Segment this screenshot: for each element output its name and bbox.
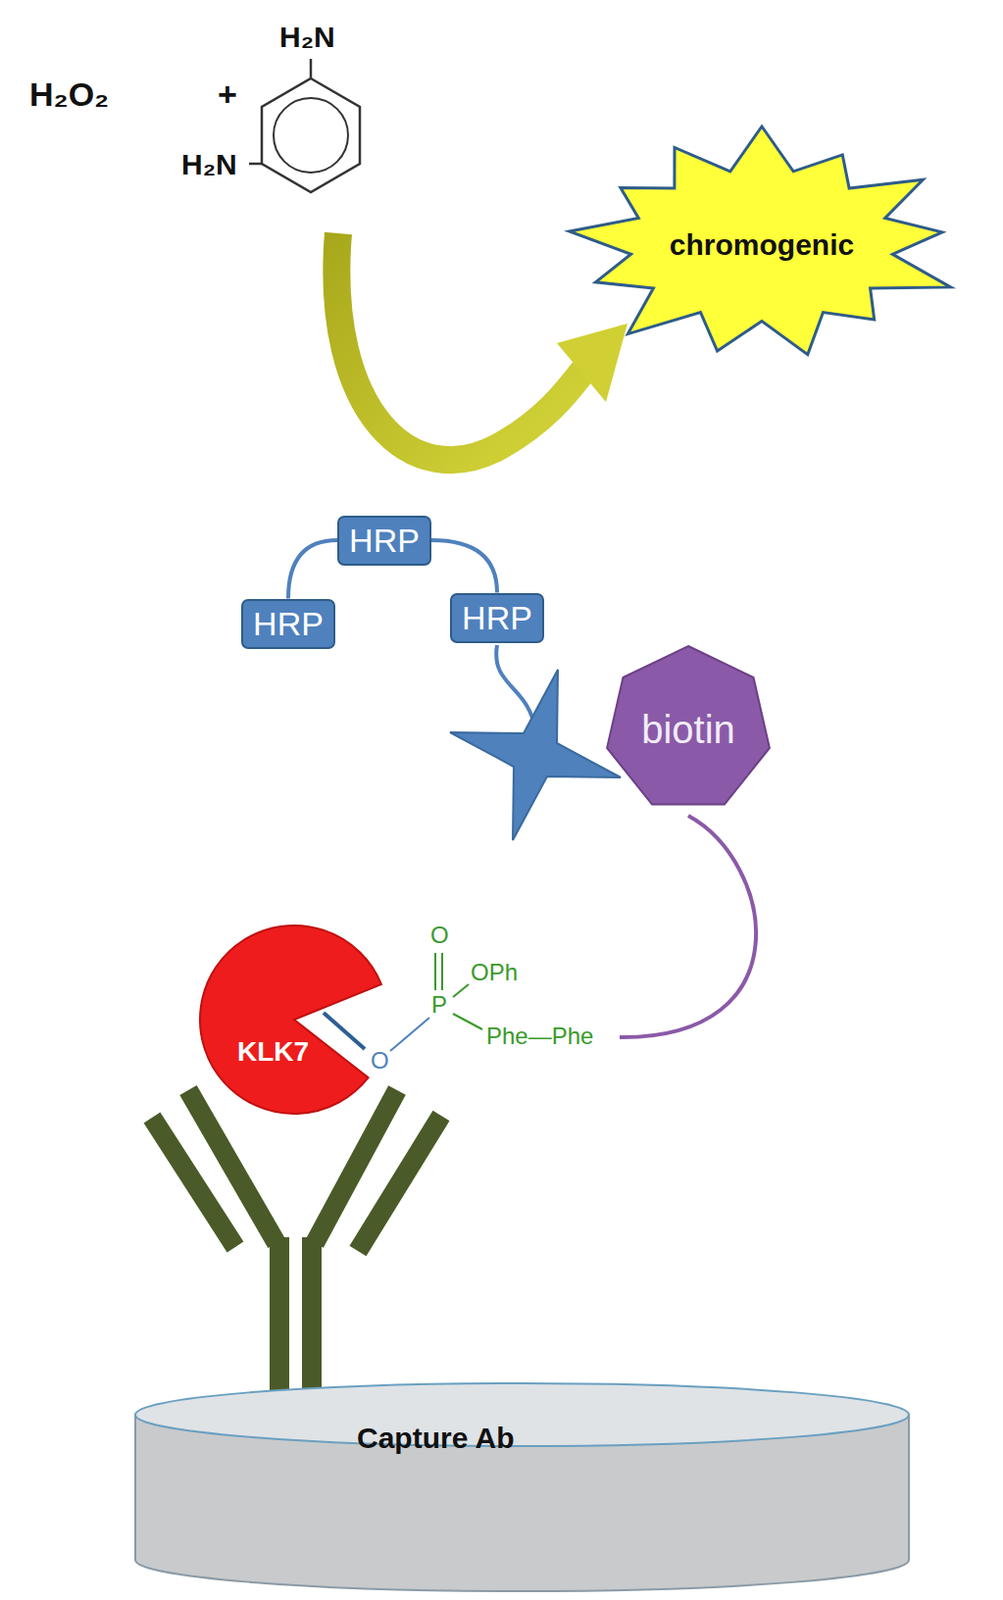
- linker-chain: [496, 645, 536, 731]
- bond: [452, 1013, 483, 1030]
- serine-bond: [323, 1012, 365, 1050]
- bond: [434, 952, 437, 991]
- pac-outline: [196, 921, 393, 1118]
- chain-link: [288, 540, 338, 600]
- text-label: H₂N: [279, 19, 336, 55]
- aromatic-circle: [273, 98, 349, 173]
- pac-shape: KLK7: [196, 921, 393, 1118]
- benzene-ring: [261, 78, 360, 193]
- hrp-box: HRP: [450, 593, 545, 644]
- biotin-linker: [619, 815, 756, 1038]
- antibody: [151, 1090, 442, 1403]
- bond: [390, 1017, 430, 1052]
- text-label: +: [217, 74, 238, 115]
- bond: [309, 58, 313, 79]
- node-label: biotin: [641, 705, 736, 753]
- arrow-head: [556, 323, 628, 402]
- node-label: chromogenic: [669, 227, 854, 263]
- plate-outline: [132, 1377, 912, 1596]
- burst-shape: chromogenic: [555, 122, 968, 368]
- text-label: O: [430, 921, 450, 951]
- node-label: KLK7: [237, 1035, 309, 1069]
- bond: [441, 952, 444, 991]
- text-label: H₂O₂: [29, 74, 109, 115]
- bond: [452, 984, 469, 998]
- node-label: HRP: [252, 603, 324, 645]
- text-label: O: [370, 1047, 390, 1076]
- node-label: HRP: [461, 598, 533, 639]
- hrp-box: HRP: [241, 599, 336, 650]
- node-label: HRP: [349, 520, 420, 561]
- curved-arrow: [336, 233, 584, 460]
- text-label: OPh: [470, 958, 518, 988]
- text-label: H₂N: [181, 147, 238, 183]
- streptavidin-star: [450, 669, 621, 841]
- chain-link: [431, 540, 498, 594]
- bond: [249, 162, 262, 166]
- plate-shape: Capture Ab: [132, 1377, 912, 1596]
- node-label: Capture Ab: [356, 1420, 515, 1456]
- hrp-box: HRP: [337, 515, 432, 566]
- text-label: Phe—Phe: [486, 1022, 594, 1052]
- hept-shape: biotin: [601, 643, 775, 816]
- text-label: P: [431, 991, 448, 1020]
